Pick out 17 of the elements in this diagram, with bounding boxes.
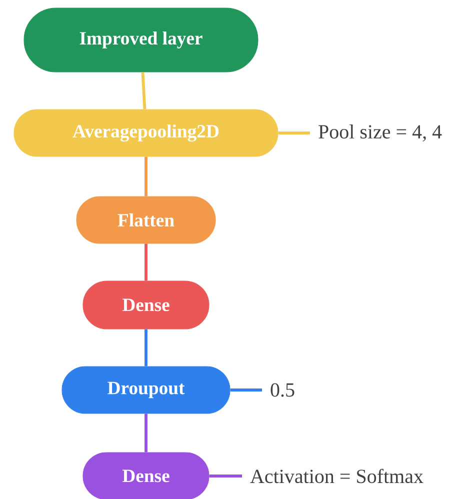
layer-pill: Averagepooling2D (14, 109, 278, 157)
layer-pill: Improved layer (24, 8, 258, 72)
connector-line (144, 329, 148, 366)
connector-line (230, 388, 262, 392)
layer-pill: Droupout (62, 366, 230, 414)
layer-pill: Dense (82, 280, 210, 330)
connector-line (144, 156, 148, 196)
parameter-text: Pool size = 4, 4 (318, 124, 442, 142)
connector-line (141, 72, 146, 110)
layer-pill: Dense (82, 452, 210, 499)
parameter-text: 0.5 (270, 383, 294, 397)
connector-line (278, 132, 310, 134)
connector-line (209, 474, 242, 478)
layer-pill: Flatten (76, 196, 216, 244)
connector-line (144, 414, 148, 452)
connector-line (144, 244, 148, 281)
parameter-text: Activation = Softmax (250, 468, 424, 484)
